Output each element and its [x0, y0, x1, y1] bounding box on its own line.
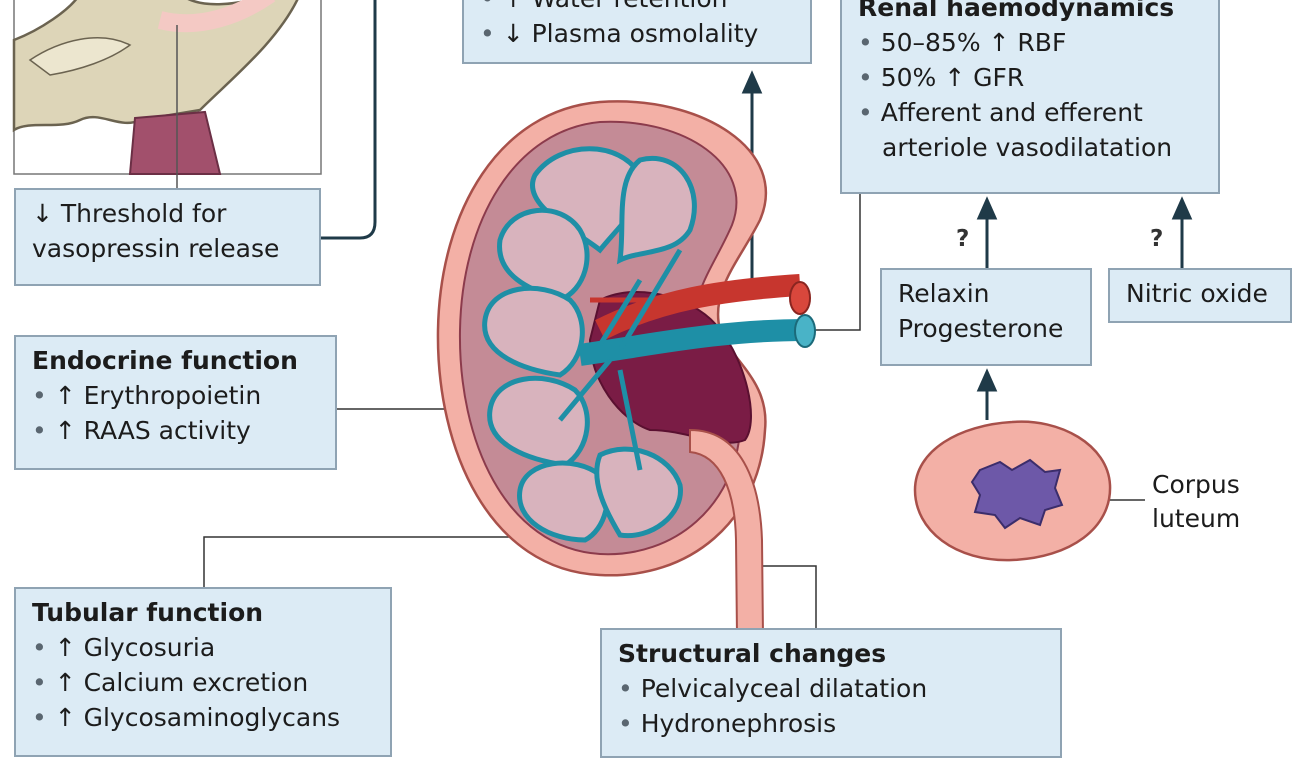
endocrine-box: Endocrine function ↑ Erythropoietin ↑ RA… — [14, 335, 337, 470]
vasopressin-line-2: vasopressin release — [32, 234, 280, 263]
endocrine-item-1: ↑ Erythropoietin — [32, 378, 319, 413]
connector-lines — [321, 0, 377, 240]
renal-item-3-cont: arteriole vasodilatation — [882, 133, 1173, 162]
vasopressin-box: ↓ Threshold for vasopressin release — [14, 188, 321, 286]
structural-item-1: Pelvicalyceal dilatation — [618, 671, 1044, 706]
structural-item-2: Hydronephrosis — [618, 706, 1044, 741]
relaxin-line-1: Relaxin — [898, 279, 990, 308]
question-mark-relaxin: ? — [956, 226, 970, 252]
tubular-item-1: ↑ Glycosuria — [32, 630, 374, 665]
tubular-box: Tubular function ↑ Glycosuria ↑ Calcium … — [14, 587, 392, 757]
renal-item-1: 50–85% ↑ RBF — [858, 25, 1202, 60]
pituitary-illustration — [12, 0, 322, 190]
corpus-luteum-label: Corpus luteum — [1152, 468, 1240, 536]
nitric-oxide-label: Nitric oxide — [1126, 279, 1268, 308]
tubular-item-3: ↑ Glycosaminoglycans — [32, 700, 374, 735]
vasopressin-line-1: ↓ Threshold for — [32, 199, 227, 228]
tubular-item-2: ↑ Calcium excretion — [32, 665, 374, 700]
arrows — [741, 70, 1193, 420]
endocrine-title: Endocrine function — [32, 346, 298, 375]
corpus-luteum-illustration — [913, 420, 1112, 562]
renal-item-3: Afferent and efferent — [858, 95, 1202, 130]
renal-haemodynamics-box: Renal haemodynamics 50–85% ↑ RBF 50% ↑ G… — [840, 0, 1220, 194]
tubular-title: Tubular function — [32, 598, 264, 627]
relaxin-line-2: Progesterone — [898, 314, 1064, 343]
water-item-2: ↓ Plasma osmolality — [480, 16, 794, 51]
structural-box: Structural changes Pelvicalyceal dilatat… — [600, 628, 1062, 758]
question-mark-nitric-oxide: ? — [1150, 226, 1164, 252]
renal-title: Renal haemodynamics — [858, 0, 1175, 22]
water-box: ↑ Water retention ↓ Plasma osmolality — [462, 0, 812, 64]
diagram-illustration — [12, 0, 1193, 731]
structural-title: Structural changes — [618, 639, 887, 668]
water-item-1: ↑ Water retention — [480, 0, 794, 16]
kidney-illustration — [436, 100, 816, 731]
relaxin-box: Relaxin Progesterone — [880, 268, 1092, 366]
endocrine-item-2: ↑ RAAS activity — [32, 413, 319, 448]
nitric-oxide-box: Nitric oxide — [1108, 268, 1292, 323]
corpus-line-2: luteum — [1152, 504, 1241, 533]
renal-item-2: 50% ↑ GFR — [858, 60, 1202, 95]
corpus-line-1: Corpus — [1152, 470, 1240, 499]
